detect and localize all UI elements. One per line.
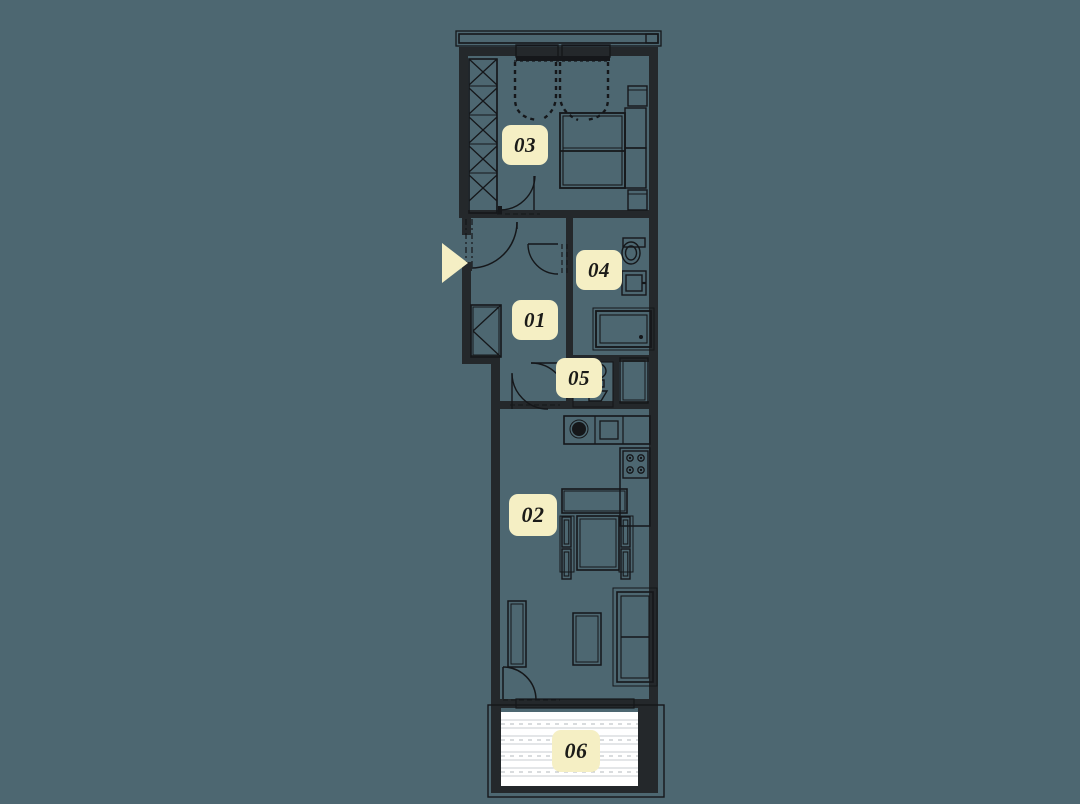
wall-corridor-step xyxy=(462,355,500,364)
service-shaft xyxy=(619,357,649,404)
kitchen-basin xyxy=(599,420,619,440)
balcony-glazing xyxy=(515,698,635,709)
door-bedroom-jamb xyxy=(498,206,502,214)
walls-group xyxy=(455,30,665,798)
service-shaft-inner xyxy=(622,360,646,401)
balcony-outline xyxy=(487,704,665,798)
nightstand-bottom xyxy=(627,189,648,211)
balcony-wall-left xyxy=(491,708,501,792)
dining-table-upper xyxy=(561,488,628,514)
balcony-wall-right xyxy=(638,708,658,792)
kitchen-counter-right xyxy=(619,447,651,527)
hall-closet xyxy=(470,304,502,358)
bed-headboard-upper xyxy=(624,107,647,149)
wall-left-hall xyxy=(462,270,471,362)
room-badge-06[interactable]: 06 xyxy=(552,730,600,772)
kitchen-fixtures xyxy=(559,415,651,580)
toilet-bath xyxy=(621,237,646,265)
coffee-table xyxy=(572,612,602,666)
bathroom-fixtures xyxy=(592,237,655,351)
tall-cabinet-inner xyxy=(510,603,524,665)
wardrobe-door-hatch xyxy=(468,58,498,202)
chair-right-2 xyxy=(620,548,631,580)
coffee-table-inner xyxy=(575,615,599,663)
wall-right-upper xyxy=(649,47,658,217)
dining-table-inner xyxy=(579,518,617,568)
wall-hall-bath xyxy=(566,217,573,362)
entrance-arrow-icon xyxy=(442,243,468,283)
room-badge-03-label: 03 xyxy=(514,132,536,157)
bedroom-furniture xyxy=(468,58,648,215)
door-bathroom xyxy=(527,243,559,275)
door-entrance xyxy=(470,221,518,269)
wall-left-upper xyxy=(459,47,468,217)
room-badge-05-label: 05 xyxy=(568,365,590,390)
balcony-wall-bottom xyxy=(491,784,658,793)
wardrobe-shelf-lines xyxy=(469,85,497,174)
room-badge-05[interactable]: 05 xyxy=(556,358,602,398)
door-living xyxy=(511,372,549,410)
bed-pillow xyxy=(562,115,623,149)
door-bedroom xyxy=(499,175,536,211)
bathtub xyxy=(595,310,652,348)
chair-left-1 xyxy=(561,516,572,548)
wall-left-entry-top xyxy=(462,217,471,235)
sofa xyxy=(616,591,654,683)
hall-closet-inner xyxy=(472,306,500,356)
chair-left-2 xyxy=(561,548,572,580)
room-badge-02[interactable]: 02 xyxy=(509,494,557,536)
room-badge-01[interactable]: 01 xyxy=(512,300,558,340)
wardrobe xyxy=(468,58,498,214)
sofa-outline xyxy=(612,587,658,687)
chair-zone-left xyxy=(559,515,575,573)
wall-bath-wc xyxy=(566,355,658,362)
top-parapet-end xyxy=(645,33,659,44)
room-badge-06-label: 06 xyxy=(564,738,588,763)
room-badge-04[interactable]: 04 xyxy=(576,250,622,290)
entrance-jamb-lower xyxy=(462,262,472,271)
wall-right-lower xyxy=(649,217,658,707)
room-badge-02-label: 02 xyxy=(521,502,545,527)
door-balcony xyxy=(502,666,537,701)
top-parapet xyxy=(458,33,659,44)
room-badge-03[interactable]: 03 xyxy=(502,125,548,165)
cooktop xyxy=(622,450,649,479)
chair-zone-right xyxy=(618,515,634,573)
living-furniture xyxy=(502,587,658,709)
chair-right-1 xyxy=(620,516,631,548)
kitchen-counter-top xyxy=(563,415,651,445)
bathtub-outline xyxy=(592,307,655,351)
dining-table xyxy=(576,515,620,571)
nightstand-top xyxy=(627,85,648,107)
window-sill-bedroom xyxy=(516,56,610,61)
room-badge-01-label: 01 xyxy=(524,307,546,332)
wall-living-balcony xyxy=(491,699,658,708)
wall-wc-right xyxy=(613,357,619,407)
curtain-dashed xyxy=(513,62,610,122)
wall-hall-living xyxy=(491,401,658,409)
tall-cabinet xyxy=(507,600,527,668)
bed-headboard-lower xyxy=(624,147,647,189)
washbasin-bath xyxy=(621,270,647,296)
wall-left-living xyxy=(491,355,500,707)
dining-table-upper-inner xyxy=(563,490,626,512)
room-badge-04-label: 04 xyxy=(588,257,610,282)
hall-closet-hatch xyxy=(472,304,502,358)
kitchen-sink xyxy=(569,419,589,439)
wall-bedroom-hall xyxy=(459,210,658,218)
door-bathroom-jamb xyxy=(561,244,568,275)
